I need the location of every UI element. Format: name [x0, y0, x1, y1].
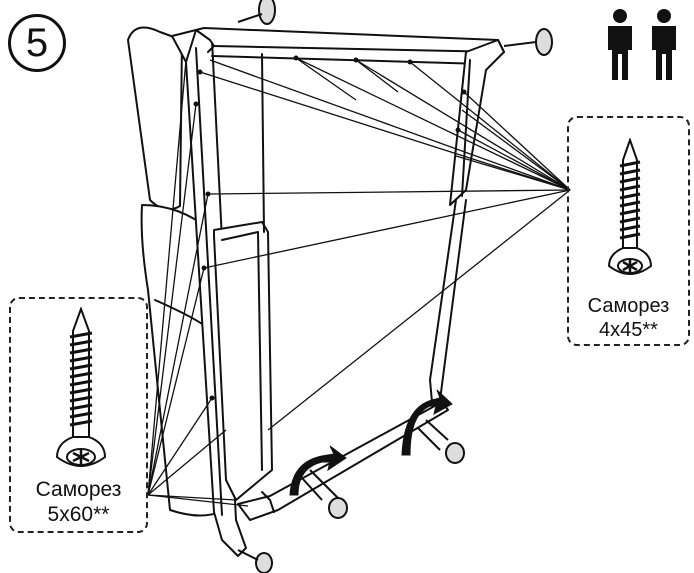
feet [237, 0, 553, 573]
screw-icon [607, 138, 653, 275]
step-number: 5 [8, 14, 66, 72]
screw-callout-4x45: Саморез 4x45** [567, 116, 690, 346]
screw-label-5x60: Саморез 5x60** [35, 478, 122, 526]
rotation-arrows [289, 389, 453, 496]
back-cushion [127, 26, 183, 211]
top-rail [195, 27, 505, 53]
screw-label-4x45: Саморез 4x45** [587, 295, 670, 341]
screw-icon [55, 307, 107, 467]
screw-callout-5x60: Саморез 5x60** [9, 297, 148, 533]
two-people-icon [608, 9, 676, 80]
